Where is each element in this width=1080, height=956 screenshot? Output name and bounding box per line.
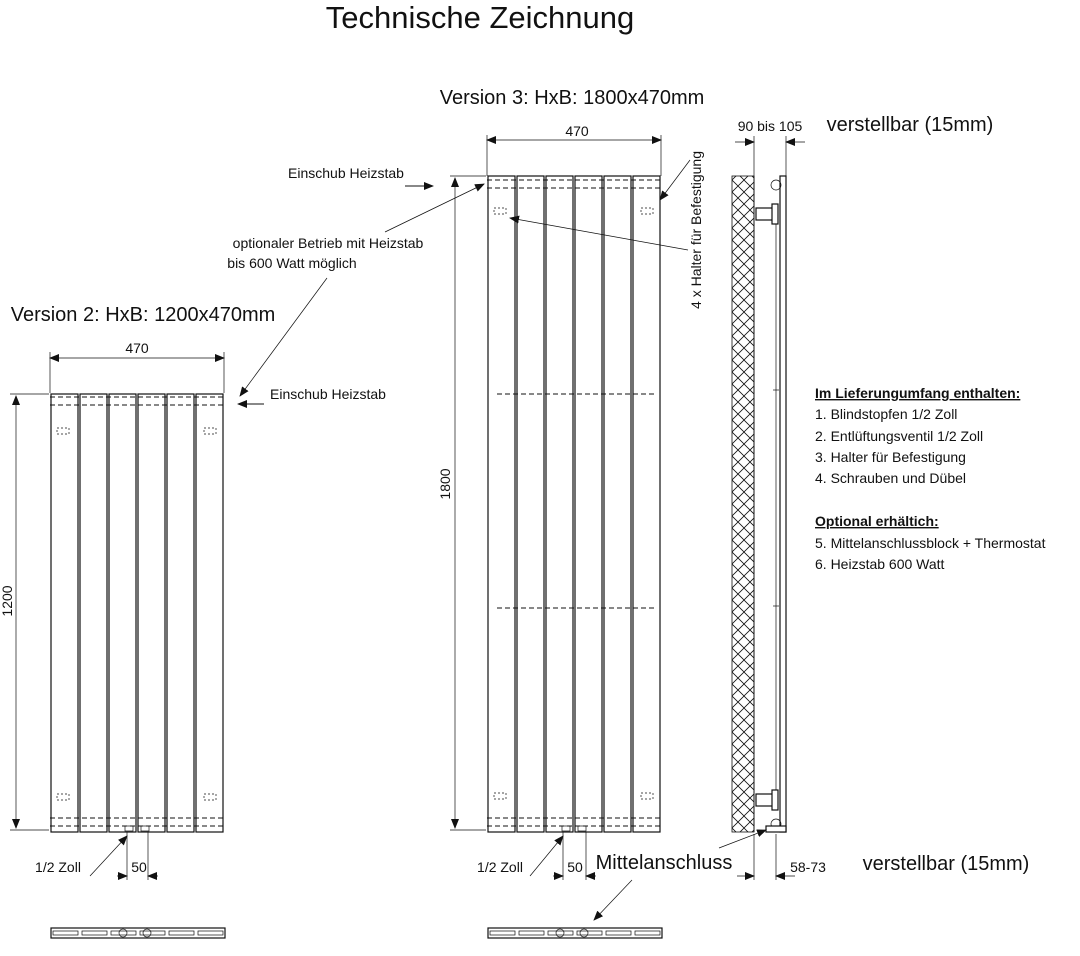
side-top-value: 90 bis 105 [738,118,803,134]
halter-callout: 4 x Halter für Befestigung [509,151,704,309]
optional-line-1: optionaler Betrieb mit Heizstab [233,235,424,251]
page-title: Technische Zeichnung [326,0,634,35]
radiator-tube [632,175,661,833]
radiator-tube [603,175,632,833]
version3-tubes [487,175,661,833]
bottom-view-tube [81,930,108,936]
version3-label: Version 3: HxB: 1800x470mm [440,87,705,109]
radiator-tube [79,393,108,833]
bottom-view-body [50,927,226,939]
bottom-view-tube [605,930,632,936]
version3-spacing-value: 50 [567,859,583,875]
radiator-tube [574,175,603,833]
optional-item: 6. Heizstab 600 Watt [815,556,945,572]
side-bottom-note: verstellbar (15mm) [863,853,1030,875]
version3-pipe-label: 1/2 Zoll [477,859,523,875]
radiator-tube [137,393,166,833]
lieferumfang-item: 4. Schrauben und Dübel [815,470,966,486]
halter-label: 4 x Halter für Befestigung [688,151,704,309]
version2-spacing-value: 50 [131,859,147,875]
version2-pipe-dimension: 1/2 Zoll 50 [35,832,158,880]
optional-heater-callout: optionaler Betrieb mit Heizstab bis 600 … [227,183,485,397]
lieferumfang-list: Im Lieferungumfang enthalten: 1. Blindst… [815,385,1020,486]
mittelanschluss-callout: Mittelanschluss [593,829,767,921]
side-top-note: verstellbar (15mm) [827,114,994,136]
version2-pipe-label: 1/2 Zoll [35,859,81,875]
bottom-view-connection [142,928,152,938]
version2-radiator [50,393,224,833]
bottom-view-tube [547,930,574,936]
version3-height-value: 1800 [437,468,453,499]
version2-height-value: 1200 [0,585,15,616]
version2-bottom-view [50,927,226,939]
mittelanschluss-label: Mittelanschluss [596,852,733,874]
version3-width-dimension: 470 [486,123,662,176]
version3-bottom-view [487,927,663,939]
side-bottom-dimension: 58-73 verstellbar (15mm) [737,834,1029,880]
bottom-view-tube [197,930,224,936]
version3-width-value: 470 [565,123,589,139]
bottom-view-tube [139,930,166,936]
radiator-tube [545,175,574,833]
radiator-tube [108,393,137,833]
einschub-mid-label: Einschub Heizstab [270,386,386,402]
version3-pipe-dimension: 1/2 Zoll 50 [477,832,596,880]
lieferumfang-item: 1. Blindstopfen 1/2 Zoll [815,406,957,422]
version2-label: Version 2: HxB: 1200x470mm [11,304,276,326]
side-view [731,175,787,833]
radiator-tube [195,393,224,833]
version3-height-dimension: 1800 [437,175,486,831]
bottom-view-tube [168,930,195,936]
lieferumfang-item: 2. Entlüftungsventil 1/2 Zoll [815,428,983,444]
bottom-view-tube [576,930,603,936]
lieferumfang-heading: Im Lieferungumfang enthalten: [815,385,1020,401]
bottom-view-tube [110,930,137,936]
version2-width-dimension: 470 [49,340,225,393]
optional-item: 5. Mittelanschlussblock + Thermostat [815,535,1046,551]
version2-width-value: 470 [125,340,149,356]
einschub-mid-callout: Einschub Heizstab [237,386,386,408]
bottom-view-connection [579,928,589,938]
radiator-tube [166,393,195,833]
bottom-view-connection [118,928,128,938]
optional-line-2: bis 600 Watt möglich [227,255,356,271]
optional-list: Optional erhältich: 5. Mittelanschlussbl… [815,513,1046,572]
bottom-view-body [487,927,663,939]
bottom-view-connection [555,928,565,938]
side-top-dimension: 90 bis 105 verstellbar (15mm) [735,114,993,176]
version3-radiator [487,175,661,833]
bottom-view-tube [634,930,661,936]
optional-heading: Optional erhältich: [815,513,939,529]
version2-tubes [50,393,224,833]
side-bottom-value: 58-73 [790,859,826,875]
radiator-tube [487,175,516,833]
radiator-tube [516,175,545,833]
bottom-view-tube [518,930,545,936]
bottom-view-tube [489,930,516,936]
einschub-top-callout: Einschub Heizstab [288,165,434,190]
einschub-top-label: Einschub Heizstab [288,165,404,181]
version2-height-dimension: 1200 [0,393,49,831]
bottom-view-tube [52,930,79,936]
lieferumfang-item: 3. Halter für Befestigung [815,449,966,465]
radiator-tube [50,393,79,833]
